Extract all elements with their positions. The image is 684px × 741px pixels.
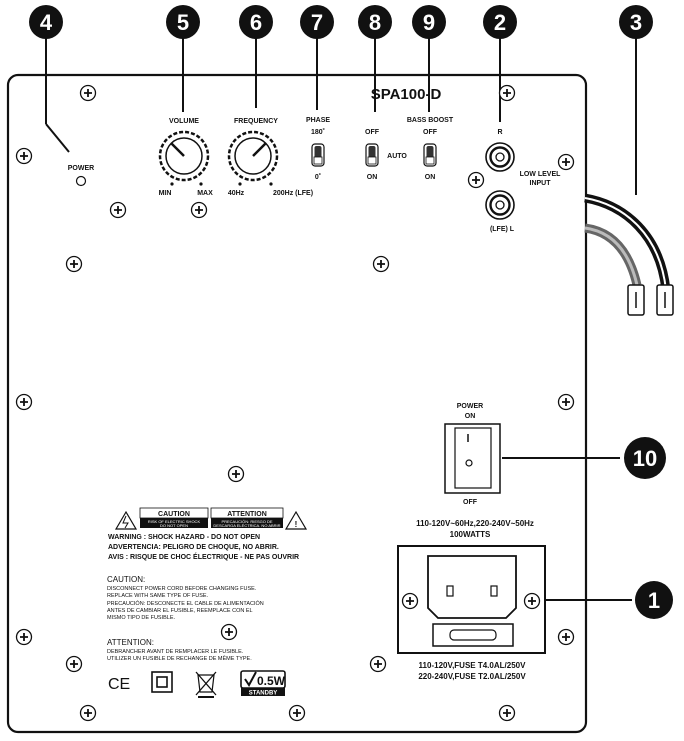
speaker-cables — [584, 193, 674, 316]
svg-text:6: 6 — [250, 10, 262, 35]
volume-label: VOLUME — [169, 118, 199, 125]
svg-text:REPLACE WITH SAME TYPE OF FUSE: REPLACE WITH SAME TYPE OF FUSE. — [107, 593, 209, 599]
svg-text:3: 3 — [630, 10, 642, 35]
voltage-rating-line-1: 110-120V~60Hz,220-240V~50Hz — [416, 519, 534, 528]
callout-leaders — [45, 38, 637, 601]
frequency-min-label: 40Hz — [228, 190, 245, 197]
warning-line-3: AVIS : RISQUE DE CHOC ÉLECTRIQUE - NE PA… — [108, 552, 299, 561]
callout-9: 9 — [412, 5, 446, 39]
svg-text:8: 8 — [369, 10, 381, 35]
svg-text:9: 9 — [423, 10, 435, 35]
input-l-jack[interactable] — [484, 189, 516, 221]
attention-sub-1: PRECAUCIÓN: RIESGO DE — [221, 519, 272, 524]
bass-boost-label: BASS BOOST — [407, 117, 454, 124]
volume-knob[interactable] — [158, 130, 210, 182]
power-switch-label-2: ON — [465, 413, 476, 420]
svg-text:CE: CE — [108, 676, 130, 693]
svg-text:!: ! — [295, 520, 298, 529]
callout-7: 7 — [300, 5, 334, 39]
warning-line-2: ADVERTENCIA: PELIGRO DE CHOQUE, NO ABRIR… — [108, 544, 279, 551]
svg-text:2: 2 — [494, 10, 506, 35]
double-insulation-icon — [151, 671, 173, 693]
fuse-rating-line-1: 110-120V,FUSE T4.0AL/250V — [419, 661, 527, 670]
svg-text:ANTES DE CAMBIAR EL FUSIBLE, R: ANTES DE CAMBIAR EL FUSIBLE, REEMPLACE C… — [107, 608, 253, 614]
caution-sub-2: DO NOT OPEN — [160, 523, 188, 528]
svg-text:CAUTION:: CAUTION: — [107, 575, 145, 584]
input-l-label: (LFE) L — [490, 226, 515, 233]
svg-text:UTILIZER UN FUSIBLE DE RECHANG: UTILIZER UN FUSIBLE DE RECHANGE DE MÊME … — [107, 654, 252, 662]
power-switch-label-1: POWER — [457, 403, 483, 410]
svg-text:ATTENTION:: ATTENTION: — [107, 638, 154, 647]
svg-text:PRECAUCIÓN: DESCONECTE EL CABL: PRECAUCIÓN: DESCONECTE EL CABLE DE ALIME… — [107, 600, 264, 607]
input-r-label: R — [497, 129, 502, 136]
input-r-jack[interactable] — [484, 141, 516, 173]
attention-title: ATTENTION — [227, 511, 267, 518]
callout-1: 1 — [635, 581, 673, 619]
phase-switch[interactable] — [311, 143, 325, 167]
low-level-input-label-1: LOW LEVEL — [520, 171, 562, 178]
callout-6: 6 — [239, 5, 273, 39]
attention-block: ATTENTION: DEBRANCHER AVANT DE REMPLACER… — [107, 638, 252, 662]
caution-title: CAUTION — [158, 511, 190, 518]
svg-text:MISMO TIPO DE FUSIBLE.: MISMO TIPO DE FUSIBLE. — [107, 615, 176, 621]
weee-bin-icon — [195, 671, 217, 698]
bass-boost-bottom-label: ON — [425, 174, 436, 181]
frequency-knob[interactable] — [227, 130, 279, 182]
caution-sub-1: RISK OF ELECTRIC SHOCK — [148, 519, 201, 524]
attention-sub-2: DESCARGA ELÉCTRICA. NO ABRIR — [213, 523, 280, 528]
warning-line-1: WARNING : SHOCK HAZARD - DO NOT OPEN — [108, 534, 260, 541]
auto-switch-bottom-label: ON — [367, 174, 378, 181]
iec-power-inlet[interactable] — [397, 545, 546, 654]
phase-bottom-label: 0˚ — [315, 173, 321, 181]
svg-text:DEBRANCHER AVANT DE REMPLACER: DEBRANCHER AVANT DE REMPLACER LE FUSIBLE… — [107, 649, 244, 655]
standby-badge: 0.5W STANDBY — [240, 670, 286, 697]
callout-4: 4 — [29, 5, 63, 39]
callout-3: 3 — [619, 5, 653, 39]
svg-text:7: 7 — [311, 10, 323, 35]
bass-boost-switch[interactable] — [423, 143, 437, 167]
model-name: SPA100-D — [371, 86, 442, 103]
bass-boost-top-label: OFF — [423, 129, 438, 136]
svg-text:4: 4 — [40, 10, 53, 35]
fuse-rating-line-2: 220-240V,FUSE T2.0AL/250V — [418, 672, 526, 681]
svg-text:5: 5 — [177, 10, 189, 35]
svg-text:10: 10 — [633, 446, 657, 471]
voltage-rating-line-2: 100WATTS — [450, 530, 491, 539]
power-led-label: POWER — [68, 165, 94, 172]
callout-2: 2 — [483, 5, 517, 39]
callout-8: 8 — [358, 5, 392, 39]
callout-5: 5 — [166, 5, 200, 39]
power-led — [75, 175, 87, 187]
low-level-input-label-2: INPUT — [530, 180, 552, 187]
ce-mark-icon: CE — [108, 676, 130, 693]
callout-10: 10 — [624, 437, 666, 479]
svg-text:STANDBY: STANDBY — [249, 691, 278, 697]
frequency-max-label: 200Hz (LFE) — [273, 190, 313, 197]
auto-switch-top-label: OFF — [365, 129, 380, 136]
volume-min-label: MIN — [159, 190, 172, 197]
power-switch-off-label: OFF — [463, 499, 478, 506]
svg-text:DISCONNECT POWER CORD BEFORE C: DISCONNECT POWER CORD BEFORE CHANGING FU… — [107, 586, 257, 592]
frequency-label: FREQUENCY — [234, 118, 278, 125]
phase-label: PHASE — [306, 117, 330, 124]
auto-switch-side-label: AUTO — [387, 153, 407, 160]
phase-top-label: 180˚ — [311, 128, 325, 136]
volume-max-label: MAX — [197, 190, 213, 197]
power-switch[interactable] — [444, 423, 501, 494]
warning-label: ! CAUTION RISK OF ELECTRIC SHOCK DO NOT … — [108, 507, 308, 561]
caution-block: CAUTION: DISCONNECT POWER CORD BEFORE CH… — [107, 575, 264, 621]
svg-text:0.5W: 0.5W — [257, 674, 286, 688]
svg-text:1: 1 — [648, 588, 660, 613]
auto-switch[interactable] — [365, 143, 379, 167]
